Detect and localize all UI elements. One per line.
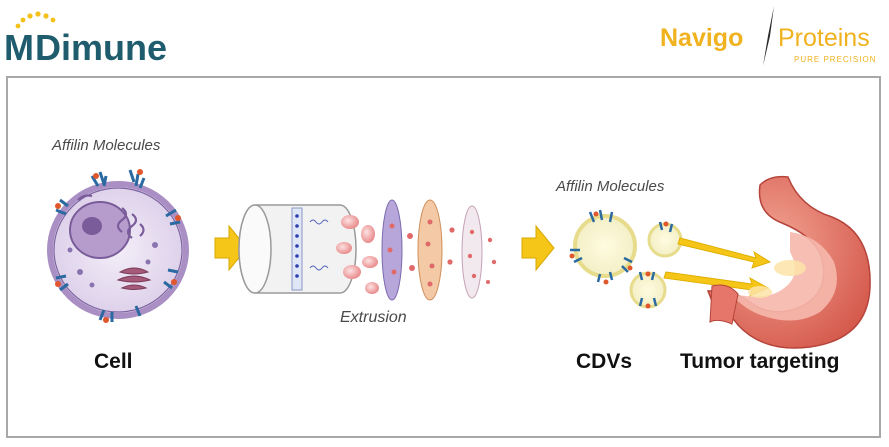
navigo-logo: Navigo Proteins PURE PRECISION	[660, 4, 886, 70]
logo-dots	[15, 11, 56, 29]
stomach-illustration	[706, 175, 871, 349]
logo-name: Dimune	[35, 27, 167, 66]
caption-tumor-targeting: Tumor targeting	[680, 350, 840, 373]
caption-cdvs: CDVs	[576, 350, 633, 373]
membrane-filter-2	[417, 199, 443, 301]
logo-letter-m: M	[4, 27, 34, 66]
mdimune-logo: M Dimune	[4, 6, 204, 68]
logo-tagline: PURE PRECISION	[794, 55, 876, 64]
extrusion-label: Extrusion	[340, 309, 407, 326]
extrusion-device	[238, 204, 357, 294]
cdv-vesicles	[569, 209, 683, 309]
membrane-filter-3	[461, 205, 483, 299]
cell-illustration	[47, 169, 189, 323]
golgi	[116, 267, 152, 290]
tumor-site	[748, 286, 772, 298]
nucleolus	[82, 217, 102, 235]
tumor-site	[774, 260, 806, 276]
affilin-molecules-cell	[55, 169, 181, 322]
logo-word-proteins: Proteins	[778, 24, 870, 52]
arrow-icon	[521, 224, 555, 272]
extrusion-particles	[336, 199, 497, 301]
arrow-icon	[214, 224, 248, 272]
header: M Dimune Navigo Proteins PURE PRECISION	[0, 0, 889, 70]
caption-cell: Cell	[94, 350, 133, 373]
logo-word-navigo: Navigo	[660, 24, 743, 52]
affilin-label-cell: Affilin Molecules	[52, 137, 161, 154]
logo-needle-icon	[763, 6, 774, 66]
affilin-label-cdv: Affilin Molecules	[556, 178, 665, 195]
